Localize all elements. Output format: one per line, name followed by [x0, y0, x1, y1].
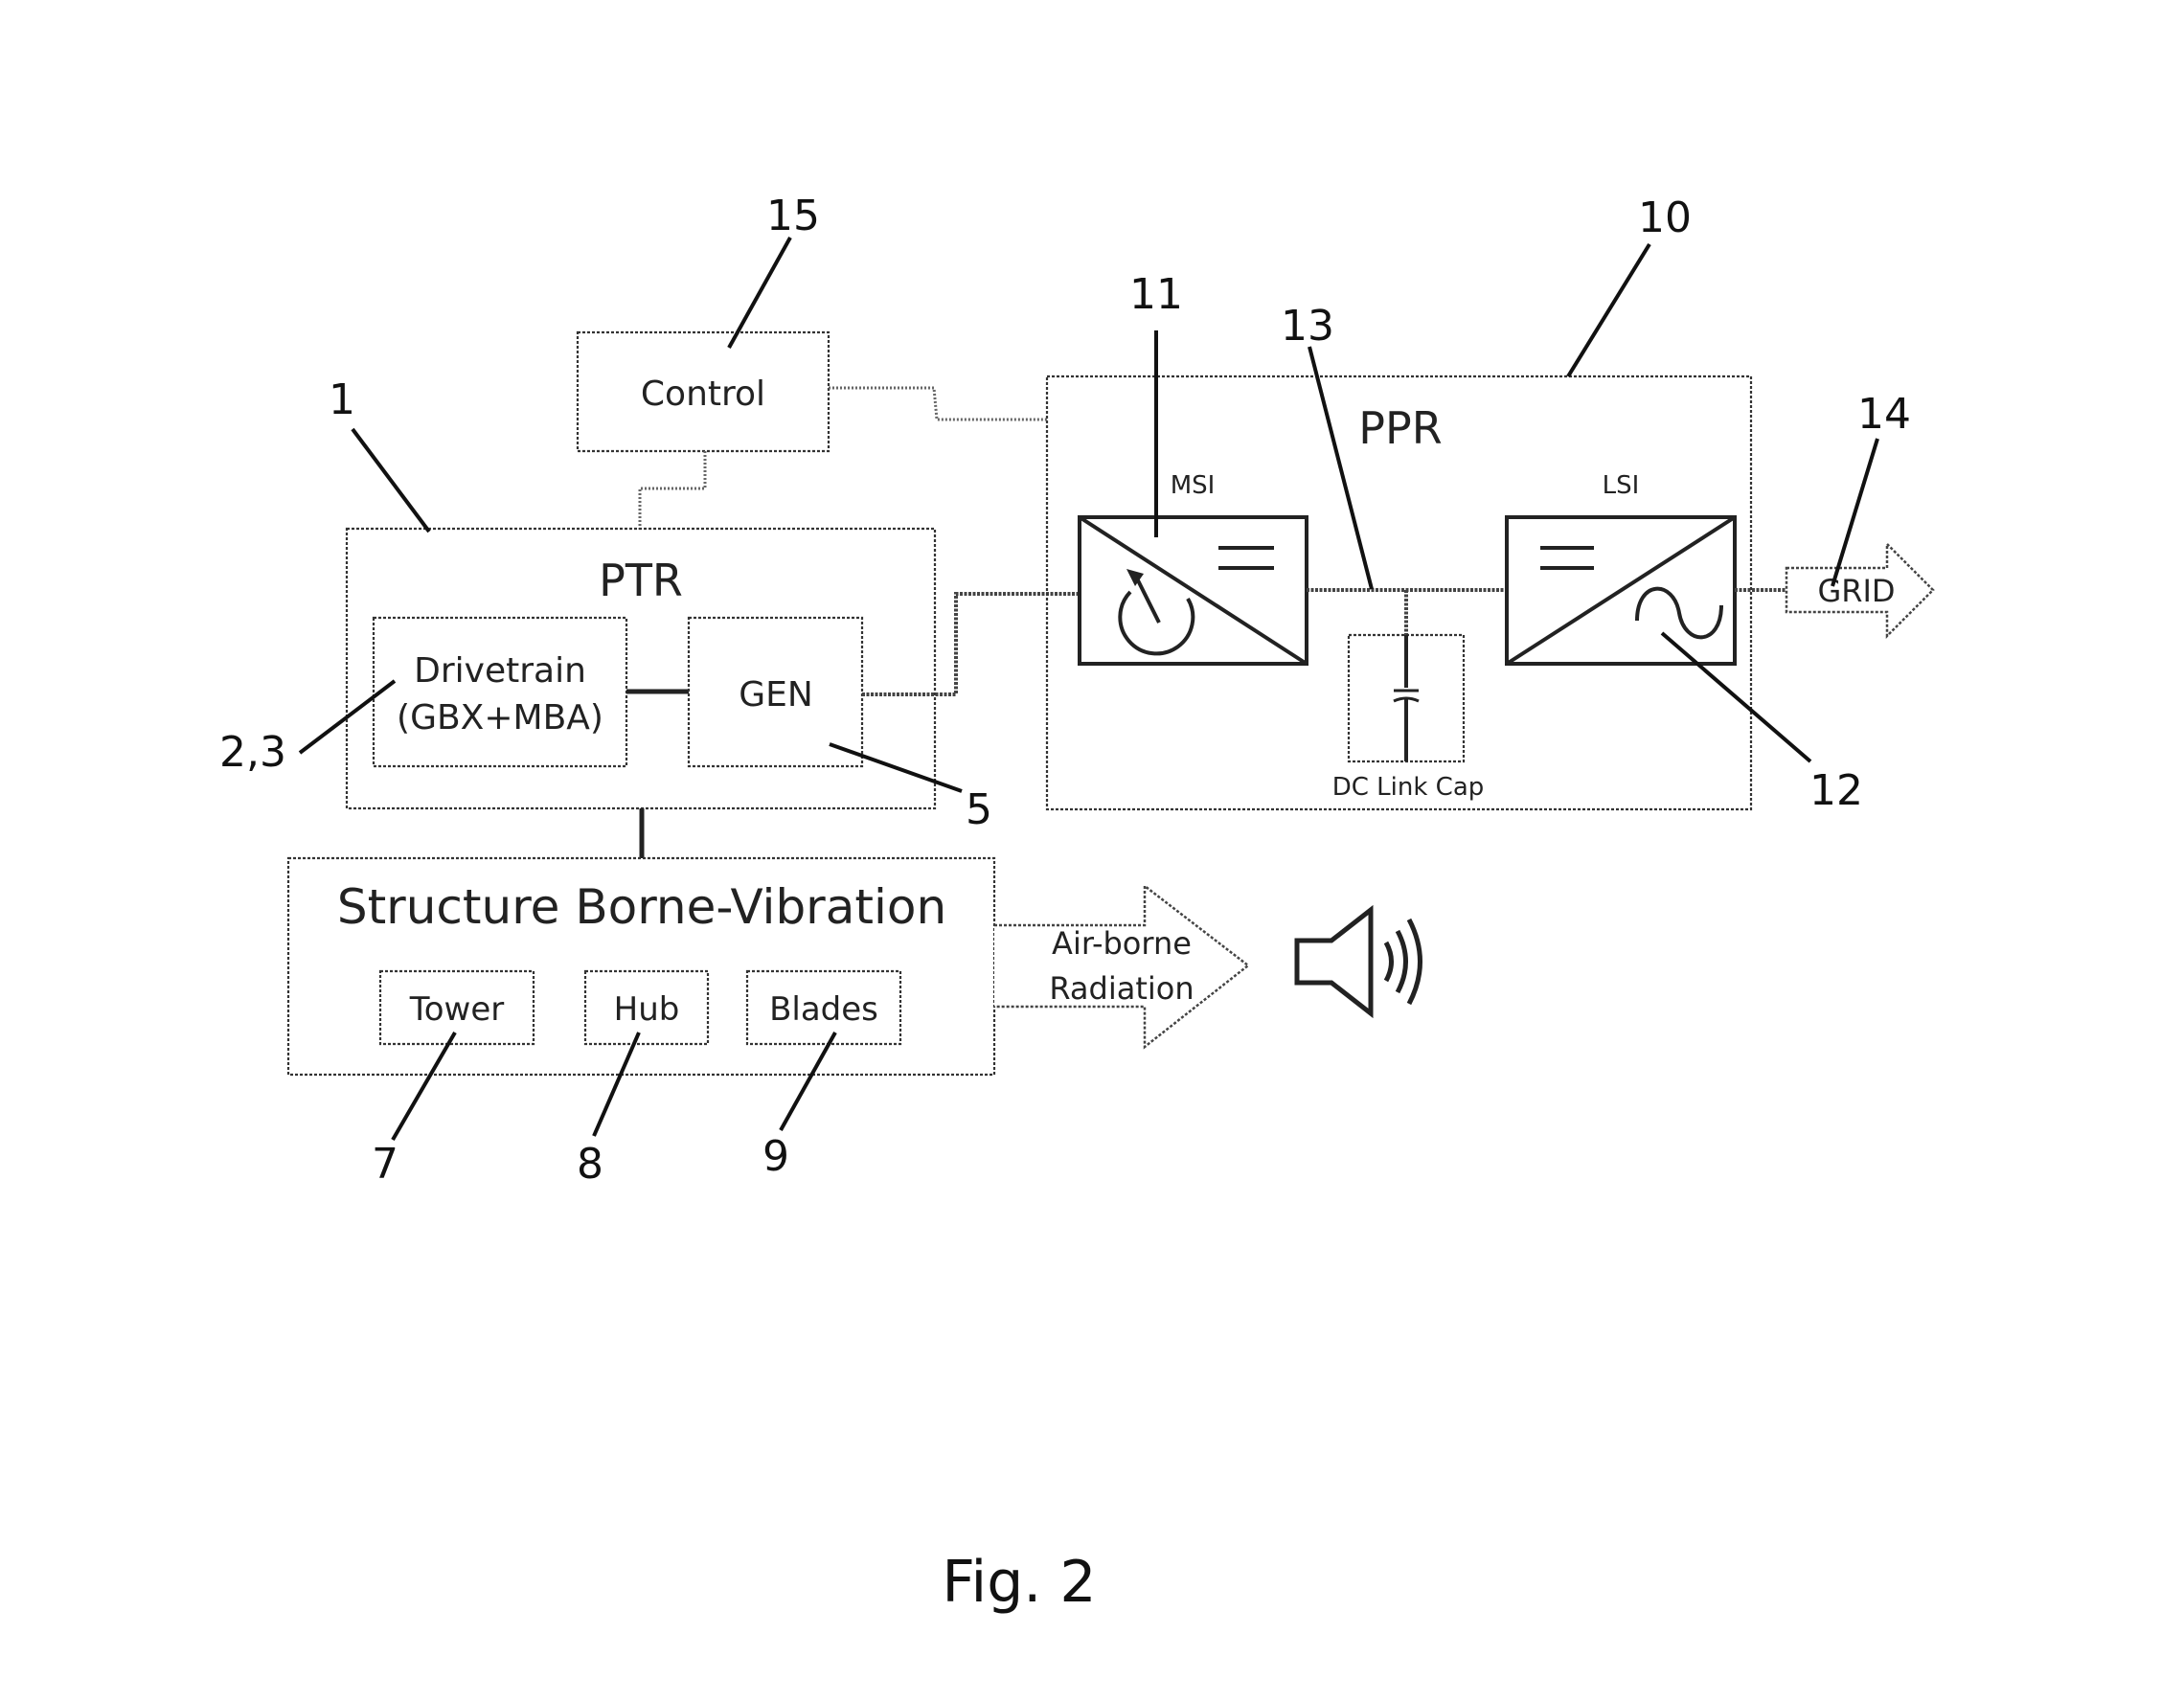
- dc-link-cap-block: DC Link Cap: [1332, 633, 1485, 802]
- airborne-label-line2: Radiation: [1049, 970, 1194, 1007]
- speaker-sound-icon: [1294, 904, 1422, 1019]
- figure-caption: Fig. 2: [942, 1549, 1096, 1616]
- gen-label: GEN: [739, 675, 813, 715]
- airborne-label-line1: Air-borne: [1052, 925, 1192, 962]
- airborne-radiation-arrow: Air-borne Radiation: [994, 883, 1251, 1050]
- blades-label: Blades: [769, 990, 878, 1029]
- msi-label: MSI: [1171, 471, 1216, 500]
- ref-numeral-7: 7: [372, 1140, 398, 1189]
- drivetrain-label-line1: Drivetrain: [414, 651, 586, 691]
- control-block: Control: [576, 330, 830, 453]
- tower-label: Tower: [409, 990, 505, 1029]
- ref-numeral-15: 15: [766, 192, 820, 240]
- control-label: Control: [641, 374, 765, 414]
- msi-converter: MSI: [1078, 471, 1308, 666]
- sine-wave-icon: [1635, 586, 1723, 640]
- ppr-block: PPR MSI: [1045, 374, 1753, 811]
- ref-numeral-12: 12: [1809, 766, 1863, 815]
- hub-block: Hub: [583, 969, 710, 1046]
- lsi-converter: LSI: [1505, 471, 1737, 666]
- drivetrain-block: Drivetrain (GBX+MBA): [372, 616, 628, 768]
- ptr-label: PTR: [599, 555, 683, 606]
- rotating-arrow-icon: [1118, 569, 1195, 656]
- ppr-label: PPR: [1358, 402, 1442, 454]
- structure-block: Structure Borne-Vibration Tower Hub Blad…: [286, 856, 996, 1077]
- structure-label: Structure Borne-Vibration: [337, 879, 946, 935]
- ref-numeral-11: 11: [1129, 270, 1183, 319]
- dc-bars-icon: [1540, 546, 1594, 570]
- ref-numeral-14: 14: [1857, 390, 1911, 439]
- ptr-block: PTR Drivetrain (GBX+MBA) GEN: [345, 527, 937, 810]
- grid-label: GRID: [1817, 573, 1895, 609]
- ref-numeral-10: 10: [1638, 193, 1692, 242]
- grid-arrow: GRID: [1785, 540, 1935, 640]
- tower-block: Tower: [378, 969, 535, 1046]
- ref-numeral-8: 8: [577, 1140, 603, 1189]
- gen-to-msi-line: [862, 592, 1080, 696]
- ref-numeral-1: 1: [329, 375, 355, 424]
- hub-label: Hub: [614, 990, 680, 1029]
- control-to-ptr-line: [638, 451, 707, 530]
- ref-numeral-13: 13: [1281, 302, 1334, 351]
- ref-numeral-9: 9: [762, 1132, 789, 1181]
- capacitor-icon: [1393, 635, 1420, 761]
- lsi-label: LSI: [1603, 471, 1640, 500]
- drivetrain-label-line2: (GBX+MBA): [397, 698, 603, 738]
- blades-block: Blades: [745, 969, 902, 1046]
- dc-link-cap-label: DC Link Cap: [1332, 773, 1485, 802]
- ref-numeral-2-3: 2,3: [219, 728, 286, 777]
- dc-bars-icon: [1218, 546, 1274, 570]
- control-to-ppr-line: [829, 386, 1047, 421]
- ref-numeral-5: 5: [966, 785, 992, 834]
- gen-block: GEN: [687, 616, 864, 768]
